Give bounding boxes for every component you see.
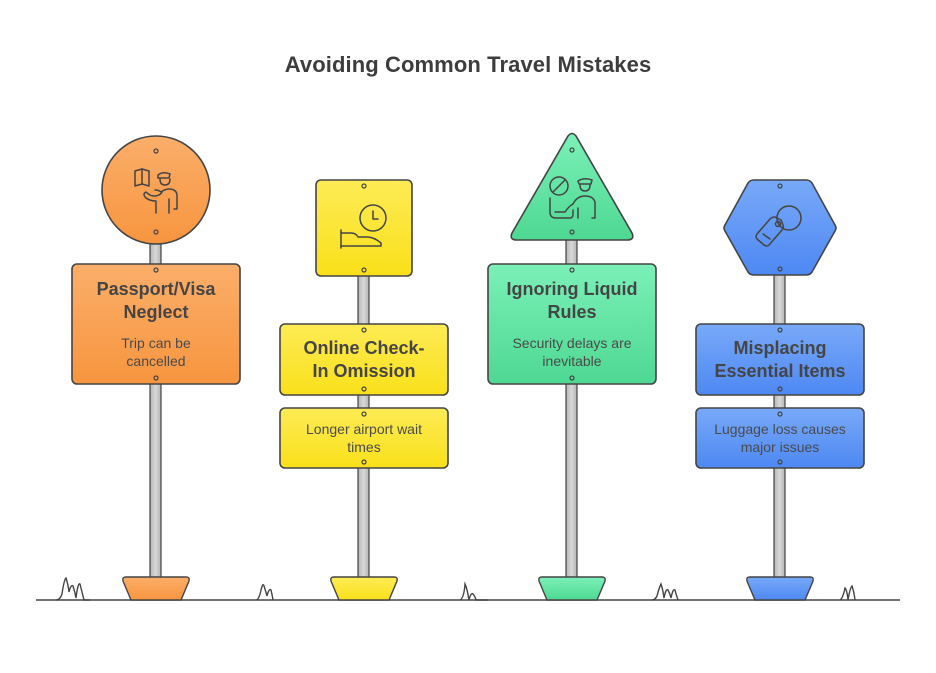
check-in-clock-icon: [340, 204, 387, 249]
online-check-in-description: Longer airport wait times: [280, 410, 448, 466]
online-check-in-title: Online Check-In Omission: [280, 328, 448, 392]
sign-title: Misplacing Essential Items: [714, 338, 846, 381]
pole-base: [122, 576, 190, 601]
sign-description: Security delays are inevitable: [512, 335, 632, 369]
sign-online-check-in: [279, 179, 449, 601]
sign-misplacing-items: [695, 179, 865, 601]
sign-liquid-rules: [487, 132, 657, 601]
passport-visa-label: Passport/Visa Neglect Trip can be cancel…: [72, 270, 240, 378]
description-board: [279, 407, 449, 469]
security-prohibited-icon: [549, 176, 596, 219]
sign-description: Luggage loss causes major issues: [714, 421, 846, 455]
pole-base: [746, 576, 814, 601]
misplacing-items-description: Luggage loss causes major issues: [696, 410, 864, 466]
sign-title: Ignoring Liquid Rules: [506, 279, 638, 322]
sign-title: Passport/Visa Neglect: [96, 279, 216, 322]
sign-title: Online Check-In Omission: [303, 338, 425, 381]
liquid-rules-label: Ignoring Liquid Rules Security delays ar…: [488, 270, 656, 378]
label-board: [487, 263, 657, 385]
triangle-sign: [510, 132, 634, 241]
description-board: [695, 407, 865, 469]
diagram-title: Avoiding Common Travel Mistakes: [284, 52, 652, 77]
sign-passport-visa: [71, 135, 241, 601]
grass-decoration: [55, 576, 856, 601]
sign-description: Trip can be cancelled: [121, 335, 191, 369]
pole-base: [330, 576, 398, 601]
sign-description: Longer airport wait times: [306, 421, 422, 455]
passport-control-icon: [134, 168, 178, 214]
label-board: [71, 263, 241, 385]
title-board: [695, 323, 865, 396]
misplacing-items-title: Misplacing Essential Items: [696, 328, 864, 392]
title-board: [279, 323, 449, 396]
hexagon-sign: [723, 179, 837, 276]
luggage-tag-icon: [755, 205, 802, 247]
pole-base: [538, 576, 606, 601]
